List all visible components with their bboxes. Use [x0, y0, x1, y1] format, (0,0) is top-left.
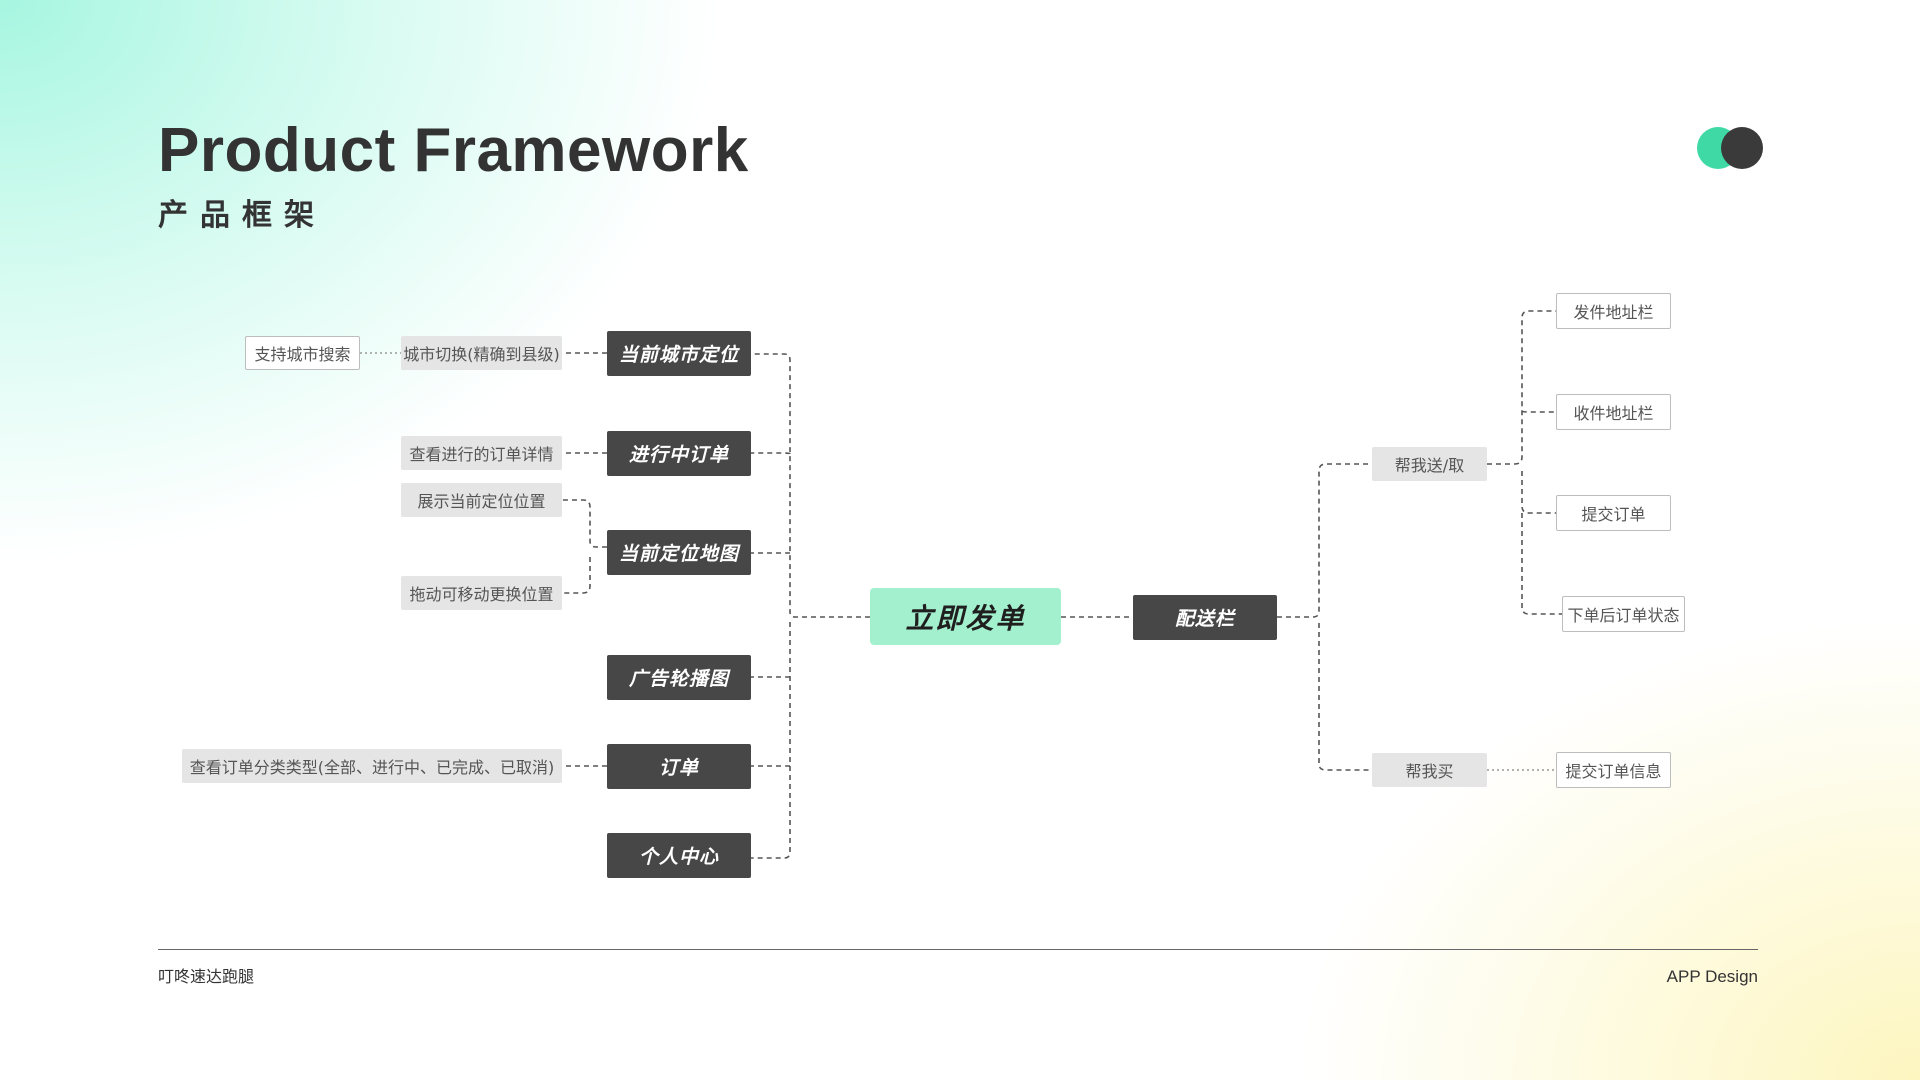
order-node: 订单: [607, 744, 751, 789]
help-send-node: 帮我送/取: [1372, 447, 1487, 481]
sender-address-leaf: 发件地址栏: [1556, 293, 1671, 329]
order-category-leaf: 查看订单分类类型(全部、进行中、已完成、已取消): [182, 749, 562, 783]
location-map-node: 当前定位地图: [607, 530, 751, 575]
city-location-node: 当前城市定位: [607, 331, 751, 376]
two-circles-logo-icon: [1697, 127, 1763, 169]
help-buy-node: 帮我买: [1372, 753, 1487, 787]
footer-design-label: APP Design: [1666, 967, 1758, 986]
city-switch-leaf: 城市切换(精确到县级): [401, 336, 562, 370]
footer-divider: [158, 949, 1758, 950]
city-search-leaf: 支持城市搜索: [245, 336, 360, 370]
receiver-address-leaf: 收件地址栏: [1556, 394, 1671, 430]
footer-brand: 叮咚速达跑腿: [158, 967, 255, 986]
ongoing-order-node: 进行中订单: [607, 431, 751, 476]
page-title: Product Framework: [158, 116, 749, 185]
submit-order-leaf: 提交订单: [1556, 495, 1671, 531]
root-node: 立即发单: [870, 588, 1061, 645]
ad-carousel-node: 广告轮播图: [607, 655, 751, 700]
personal-center-node: 个人中心: [607, 833, 751, 878]
page-subtitle: 产品框架: [158, 198, 326, 233]
dark-circle-icon: [1721, 127, 1763, 169]
order-status-leaf: 下单后订单状态: [1562, 596, 1685, 632]
order-detail-leaf: 查看进行的订单详情: [401, 436, 562, 470]
show-location-leaf: 展示当前定位位置: [401, 483, 562, 517]
submit-order-info-leaf: 提交订单信息: [1556, 752, 1671, 788]
delivery-bar-node: 配送栏: [1133, 595, 1277, 640]
drag-location-leaf: 拖动可移动更换位置: [401, 576, 562, 610]
